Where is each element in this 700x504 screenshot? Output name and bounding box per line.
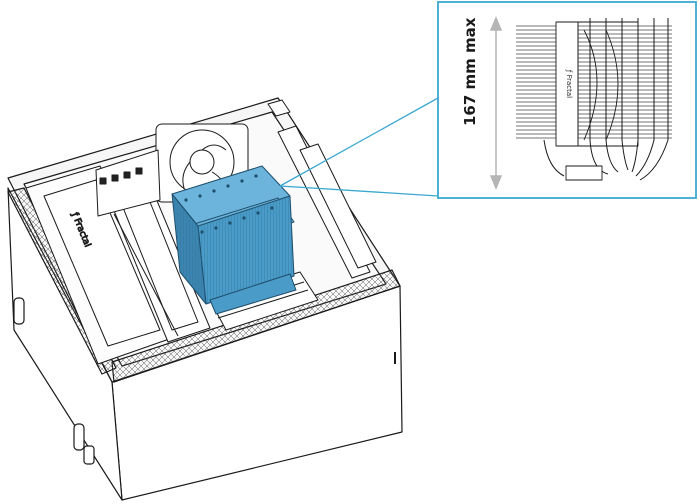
heatpipes-side [543, 18, 669, 181]
foot-left [13, 297, 25, 325]
svg-text:ƒ Fractal: ƒ Fractal [565, 69, 573, 98]
cooler-fins-side [516, 25, 672, 139]
max-height-label: 167 mm max [461, 17, 479, 126]
cooler-base-side [565, 165, 603, 181]
height-dimension-arrow [489, 16, 503, 190]
callout-leader [279, 97, 439, 197]
cpu-cooler-highlight [171, 165, 297, 315]
heatpipe-tips [184, 174, 274, 234]
cpu-cooler-side-view: ƒ Fractal [516, 18, 672, 181]
foot-front [73, 423, 85, 451]
rear-io-panel [95, 149, 161, 217]
